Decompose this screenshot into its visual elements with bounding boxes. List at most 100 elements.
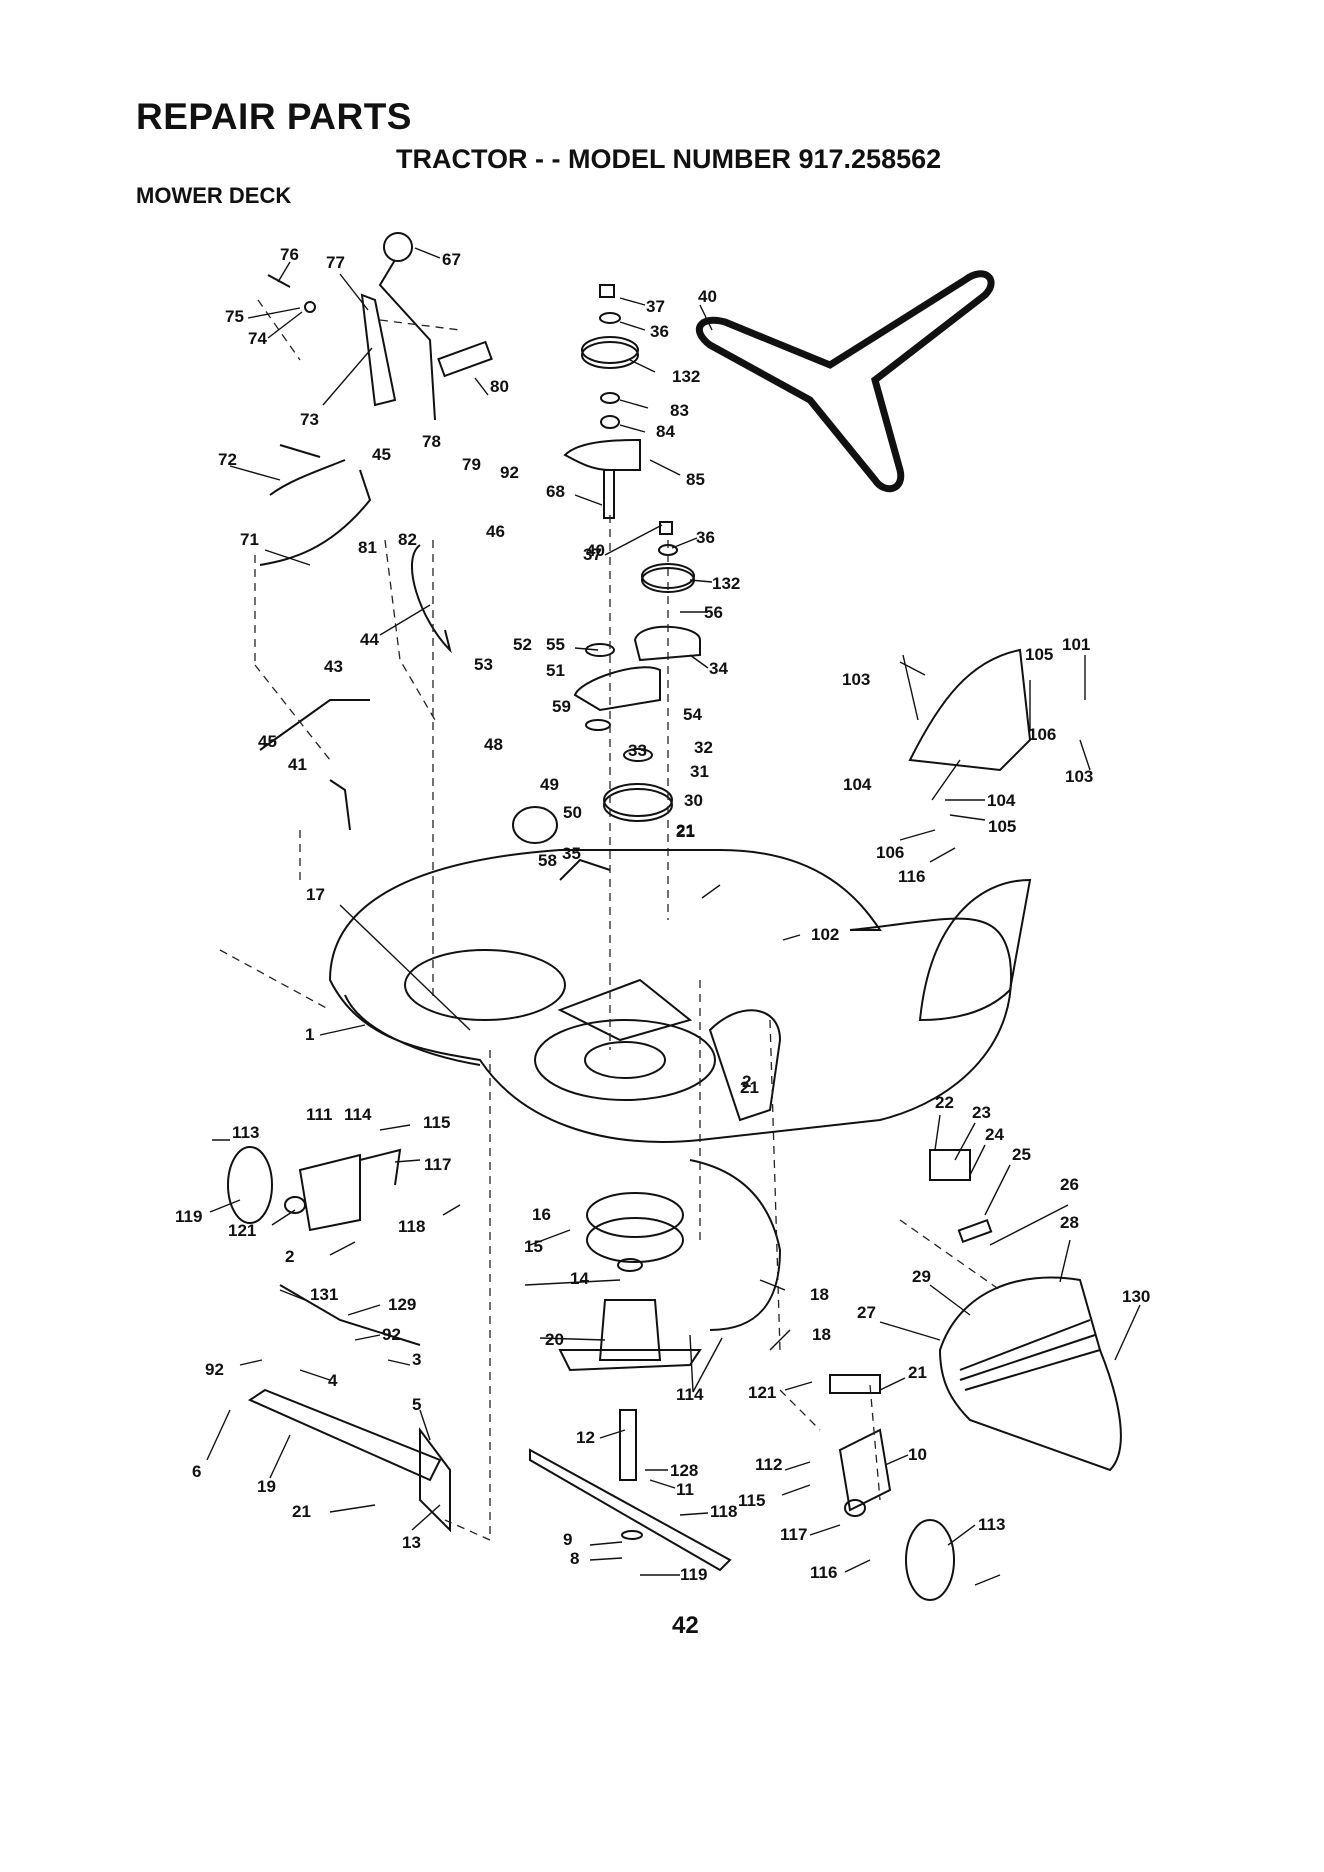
callout: 79 [462,455,481,474]
callout: 129 [388,1295,416,1314]
assembly-lines [219,299,1001,1541]
callout: 117 [424,1155,451,1174]
mower-deck-shell [328,849,1013,1143]
callout: 27 [857,1303,876,1322]
callout: 115 [738,1491,765,1510]
mandrel-bracket [929,1149,993,1244]
callout: 81 [358,538,377,557]
callout: 9 [563,1530,572,1549]
callout: 26 [1060,1175,1079,1194]
idler-pulley-stack [563,284,641,519]
callout: 121 [228,1221,256,1240]
discharge-deflector [918,878,1122,1472]
callout: 58 [538,851,557,870]
callout: 28 [1060,1213,1079,1232]
callout: 76 [280,245,299,264]
callout: 105 [1025,645,1053,664]
callout: 31 [690,762,709,781]
callout: 40 [698,287,717,306]
callout: 103 [842,670,870,689]
callout: 77 [326,253,345,272]
callout: 106 [876,843,904,862]
callout: 20 [545,1330,564,1349]
left-wheel-assembly [227,1146,451,1533]
callout: 118 [710,1502,737,1521]
callout: 102 [811,925,839,944]
callout: 104 [987,791,1016,810]
callout: 21 [292,1502,311,1521]
callout: 73 [300,410,319,429]
lift-lever-assembly [259,232,558,844]
callout: 50 [563,803,582,822]
leader-lines [206,247,1141,1586]
callout: 116 [898,867,925,886]
callout: 55 [546,635,565,654]
callout: 33 [628,741,647,760]
callout: 84 [656,422,675,441]
callout: 54 [683,705,702,724]
callout: 72 [218,450,237,469]
callout: 114 [344,1105,372,1124]
callout: 82 [398,530,417,549]
section-title: MOWER DECK [136,183,292,208]
callout: 43 [324,657,343,676]
callout: 36 [650,322,669,341]
callout: 115 [423,1113,450,1132]
callout: 40 [586,541,605,560]
callout: 106 [1028,725,1056,744]
callout: 45 [372,445,391,464]
callout: 2 [285,1247,294,1266]
callout: 25 [1012,1145,1031,1164]
callout: 46 [486,522,505,541]
callout: 10 [908,1445,927,1464]
callout: 37 [583,545,602,564]
callout: 74 [248,329,267,348]
callout: 21 [740,1078,759,1097]
callout: 23 [972,1103,991,1122]
callout-labels: 76 77 67 75 74 73 78 79 80 92 72 45 82 8… [175,245,1150,1584]
callout: 75 [225,307,244,326]
callout: 44 [360,630,379,649]
callout: 36 [696,528,715,547]
callout: 71 [240,530,259,549]
callout: 51 [546,661,565,680]
callout: 119 [680,1565,707,1584]
callout: 105 [988,817,1016,836]
model-subtitle: TRACTOR - - MODEL NUMBER 917.258562 [396,144,942,174]
callout: 92 [500,463,519,482]
callout: 5 [412,1395,421,1414]
callout: 3 [412,1350,421,1369]
callout: 41 [288,755,307,774]
callout: 83 [670,401,689,420]
callout: 59 [552,697,571,716]
callout: 132 [672,367,700,386]
callout: 53 [474,655,493,674]
callout: 49 [540,775,559,794]
callout: 103 [1065,767,1093,786]
callout: 121 [748,1383,776,1402]
callout: 80 [490,377,509,396]
callout: 101 [1062,635,1090,654]
callout: 17 [306,885,325,904]
callout: 67 [442,250,461,269]
callout: 113 [232,1123,259,1142]
callout: 4 [328,1371,338,1390]
callout: 35 [562,844,581,863]
callout: 29 [912,1267,931,1286]
callout: 24 [985,1125,1004,1144]
callout: 52 [513,635,532,654]
callout: 32 [694,738,713,757]
middle-pulley-stack [573,521,701,822]
callout: 68 [546,482,565,501]
page-title: REPAIR PARTS [136,96,412,137]
callout: 45 [258,732,277,751]
callout: 130 [1122,1287,1150,1306]
callout: 128 [670,1461,698,1480]
callout: 21 [676,822,695,841]
blade-spindle-assembly [529,1192,732,1572]
callout: 85 [686,470,705,489]
page-number: 42 [672,1612,699,1639]
callout: 56 [704,603,723,622]
callout: 78 [422,432,441,451]
callout: 37 [646,297,665,316]
